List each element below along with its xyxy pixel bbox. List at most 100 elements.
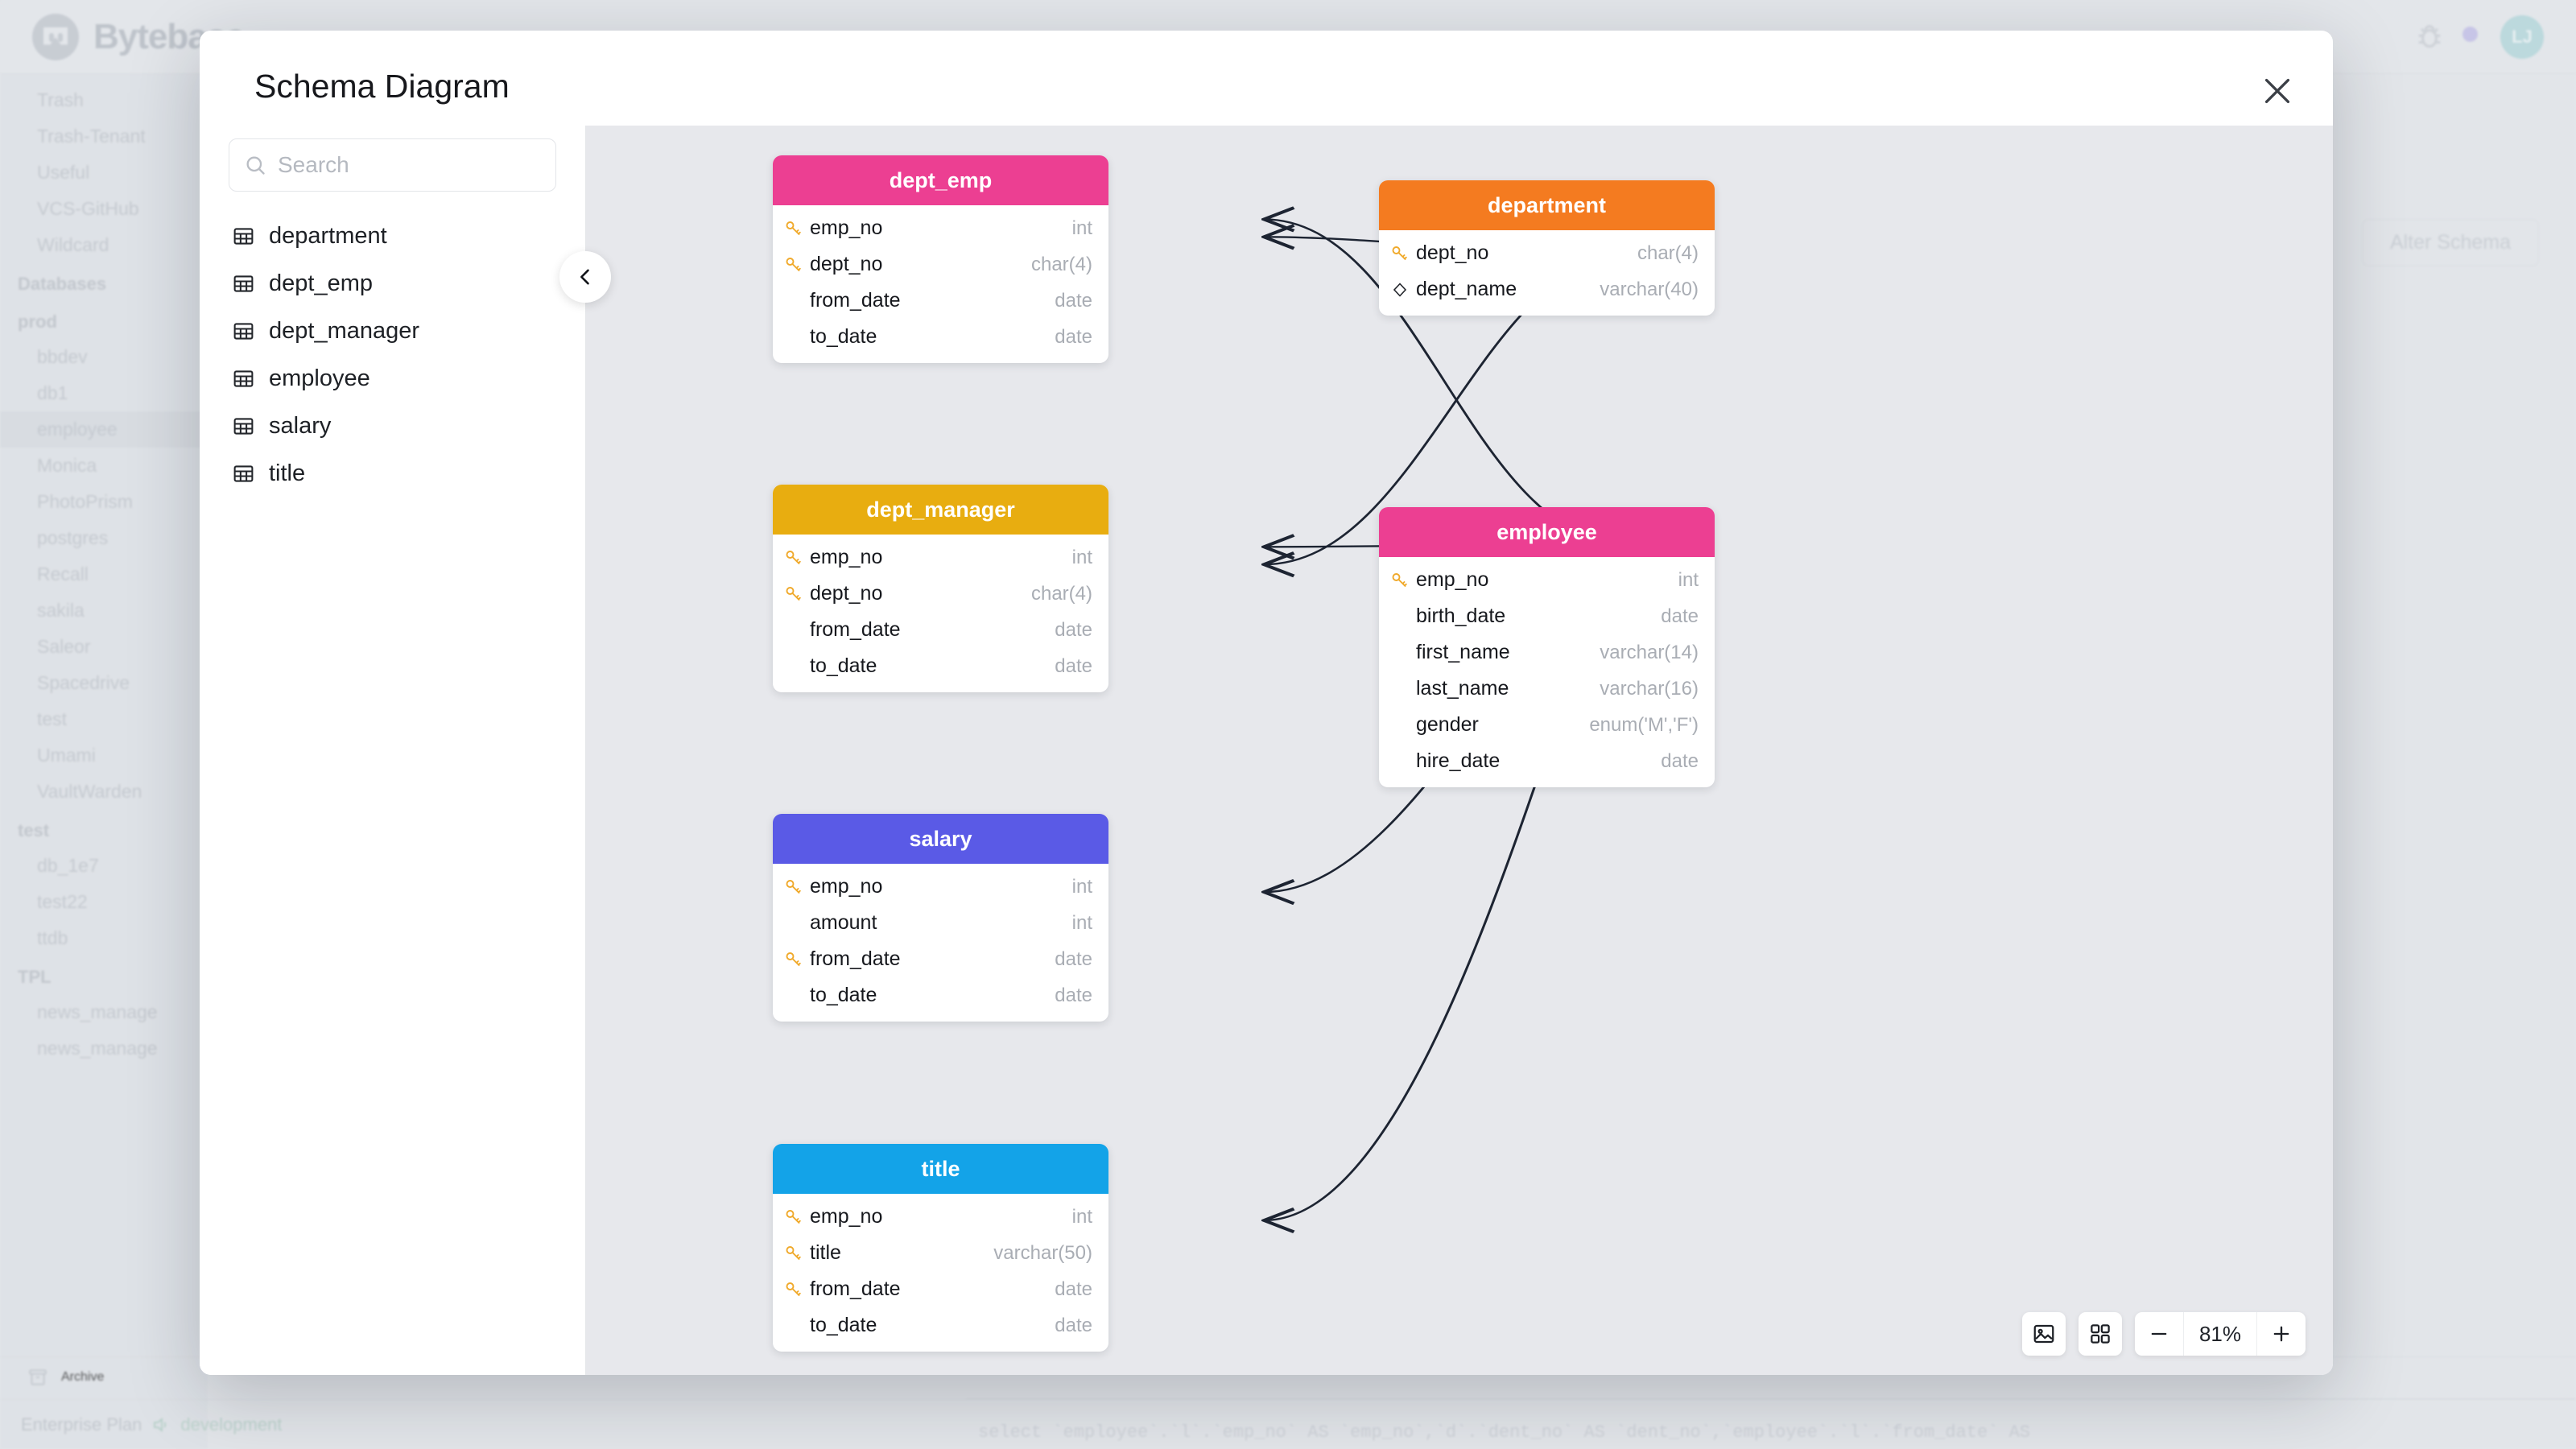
- schema-column-name: to_date: [810, 984, 877, 1006]
- table-list-item-employee[interactable]: employee: [229, 355, 556, 402]
- sidebar-item-vaultwarden[interactable]: VaultWarden: [37, 781, 142, 802]
- archive-icon: [27, 1367, 48, 1388]
- table-icon: [232, 415, 255, 438]
- schema-column-name: from_date: [810, 947, 901, 970]
- sidebar-group-label: TPL: [18, 967, 52, 987]
- sidebar-item-db1[interactable]: db1: [37, 382, 68, 403]
- sidebar-item-trash-tenant[interactable]: Trash-Tenant: [37, 126, 146, 147]
- sidebar-item-spacedrive[interactable]: Spacedrive: [37, 672, 130, 693]
- sidebar-item-postgres[interactable]: postgres: [37, 527, 109, 548]
- schema-column-row[interactable]: to_date date: [773, 319, 1108, 355]
- sidebar-item-saleor[interactable]: Saleor: [37, 636, 91, 657]
- sidebar-item-db-1e7[interactable]: db_1e7: [37, 855, 99, 876]
- key-icon: [784, 584, 810, 604]
- key-icon: [1390, 244, 1416, 263]
- sidebar-item-news-manage[interactable]: news_manage: [37, 1038, 158, 1059]
- table-list-item-label: salary: [269, 413, 332, 439]
- search-box[interactable]: [229, 138, 556, 192]
- sidebar-item-umami[interactable]: Umami: [37, 745, 96, 766]
- sidebar-item-sakila[interactable]: sakila: [37, 600, 85, 621]
- sidebar-item-ttdb[interactable]: ttdb: [37, 927, 68, 948]
- table-list-item-dept_manager[interactable]: dept_manager: [229, 308, 556, 355]
- table-list-item-dept_emp[interactable]: dept_emp: [229, 260, 556, 308]
- sidebar-item-recall[interactable]: Recall: [37, 564, 89, 584]
- sidebar-item-test[interactable]: test: [37, 708, 68, 729]
- plus-icon: [2273, 1326, 2289, 1342]
- sidebar-item-employee[interactable]: employee: [0, 411, 208, 448]
- sidebar-item-test22[interactable]: test22: [37, 891, 88, 912]
- key-icon: [784, 877, 810, 897]
- export-image-button[interactable]: [2022, 1312, 2066, 1356]
- alter-schema-button[interactable]: Alter Schema: [2361, 219, 2539, 266]
- collapse-panel-button[interactable]: [559, 251, 611, 303]
- zoom-in-button[interactable]: [2257, 1312, 2306, 1356]
- modal-header: Schema Diagram: [200, 31, 2333, 126]
- sidebar-item-trash[interactable]: Trash: [37, 89, 84, 110]
- schema-column-name: emp_no: [810, 875, 883, 898]
- schema-column-name: to_date: [810, 1314, 877, 1336]
- sidebar-item-useful[interactable]: Useful: [37, 162, 90, 183]
- avatar[interactable]: LJ: [2500, 14, 2544, 59]
- schema-column-type: int: [1071, 217, 1092, 239]
- sidebar-group-label: test: [18, 820, 50, 840]
- sidebar-item-monica[interactable]: Monica: [37, 455, 97, 476]
- image-icon: [2033, 1324, 2054, 1344]
- sidebar-item-photoprism[interactable]: PhotoPrism: [37, 491, 133, 512]
- minus-icon: [2151, 1332, 2167, 1335]
- table-list-item-department[interactable]: department: [229, 213, 556, 260]
- search-input[interactable]: [278, 152, 541, 178]
- sidebar-item-wildcard[interactable]: Wildcard: [37, 234, 109, 255]
- sidebar-item-vcs-github[interactable]: VCS-GitHub: [37, 198, 139, 219]
- schema-column-type: date: [1055, 325, 1092, 348]
- table-list-item-title[interactable]: title: [229, 450, 556, 497]
- schema-column-name: from_date: [810, 289, 901, 312]
- schema-column-name: emp_no: [1416, 568, 1489, 591]
- key-icon: [784, 950, 810, 969]
- table-list-item-salary[interactable]: salary: [229, 402, 556, 450]
- close-icon[interactable]: [2259, 72, 2296, 109]
- zoom-out-button[interactable]: [2135, 1312, 2183, 1356]
- table-icon: [232, 462, 255, 485]
- sidebar-item-bbdev[interactable]: bbdev: [37, 346, 88, 367]
- bug-icon[interactable]: [2413, 21, 2446, 53]
- key-icon: [784, 1280, 810, 1299]
- sidebar-item-news-manage[interactable]: news_manage: [37, 1001, 158, 1022]
- page-title: Schema Diagram: [254, 68, 510, 105]
- sidebar-group-label: prod: [18, 312, 57, 332]
- table-list-item-label: title: [269, 460, 306, 486]
- auto-layout-button[interactable]: [2079, 1312, 2122, 1356]
- schema-column-name: dept_no: [810, 582, 883, 605]
- schema-column-name: to_date: [810, 325, 877, 348]
